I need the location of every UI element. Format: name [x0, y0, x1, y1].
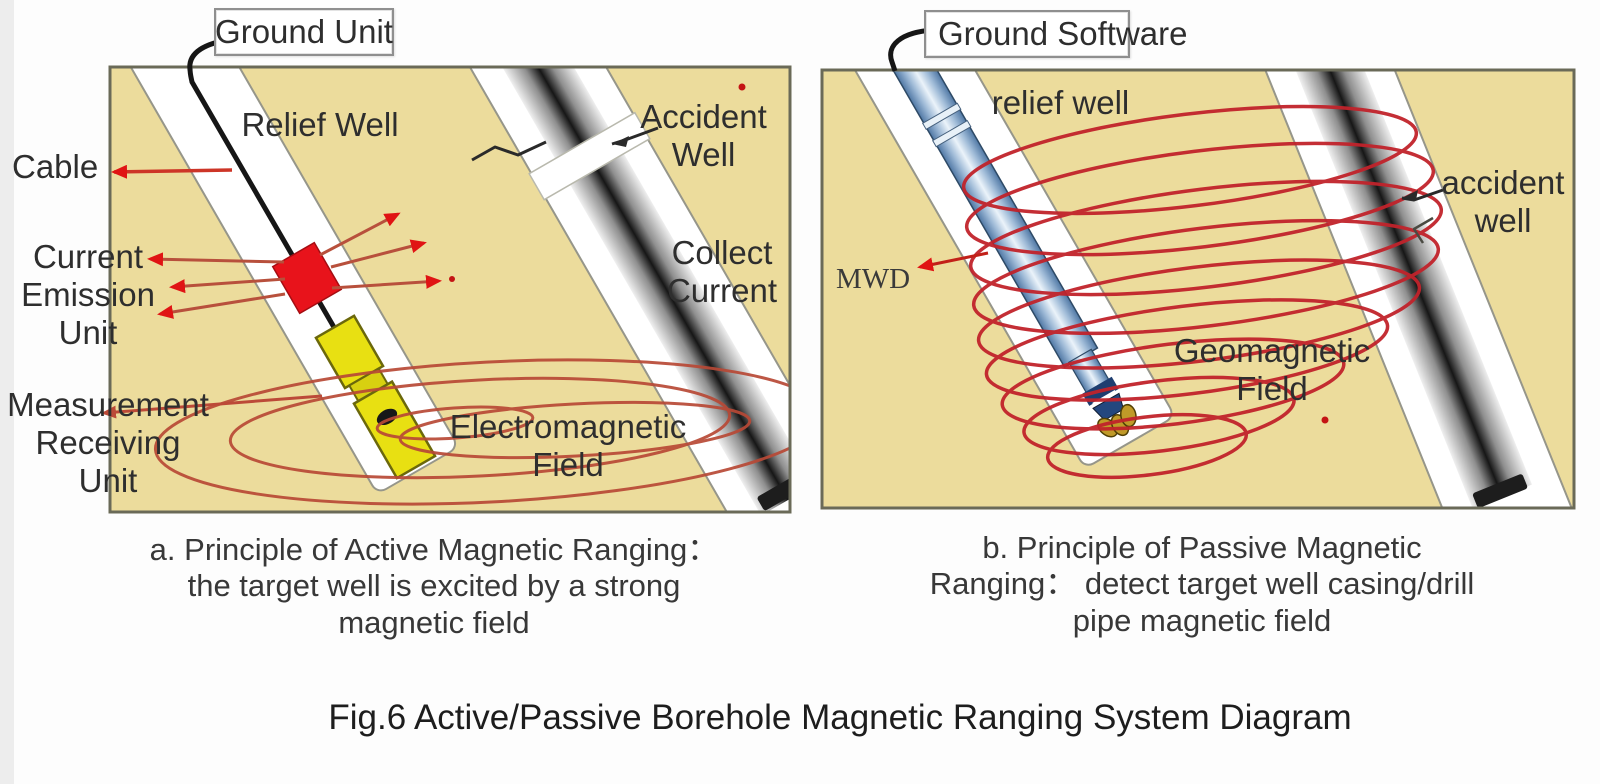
- emission-arrows: [147, 212, 442, 319]
- casing-shoe-a: [757, 472, 790, 511]
- accident-well-a-label: Accident Well: [640, 98, 767, 173]
- measurement-pointer-arrow: [101, 394, 323, 419]
- panel-b-scene: [822, 70, 1574, 508]
- ground-software-label: Ground Software: [938, 15, 1188, 52]
- pipe-joint: [921, 102, 962, 131]
- current-emission-unit: [271, 241, 343, 315]
- red-dot-a2: [449, 276, 455, 282]
- leader-tip-a: [612, 136, 629, 147]
- accident-well-b-label: accident well: [1441, 164, 1565, 239]
- red-dot-a1: [738, 83, 746, 91]
- leader-tip-b: [1402, 190, 1418, 200]
- casing-break: [528, 111, 651, 201]
- em-field-rings: [153, 358, 790, 506]
- figure-caption: Fig.6 Active/Passive Borehole Magnetic R…: [328, 698, 1352, 737]
- red-dot-b1: [1321, 416, 1329, 424]
- collect-current-label: Collect Current: [666, 234, 778, 309]
- mwd-label: MWD: [836, 263, 911, 295]
- ground-unit-box: Ground Unit: [214, 8, 394, 56]
- current-emission-label: Current Emission Unit: [21, 238, 155, 351]
- geomagnetic-coil: [961, 104, 1444, 480]
- relief-well-b-label: relief well: [991, 84, 1130, 121]
- page-edge-shade: [0, 0, 14, 784]
- cable-label: Cable: [12, 148, 99, 185]
- accident-leader-b: [1401, 188, 1444, 244]
- geomagnetic-field-label: Geomagnetic Field: [1173, 332, 1371, 407]
- measurement-tool: [314, 314, 437, 480]
- panel-b-border: [820, 68, 1576, 510]
- ground-cable-b: [888, 27, 935, 72]
- ground-software-box: Ground Software: [924, 10, 1187, 58]
- panel-a-border: [108, 65, 792, 514]
- relief-well-a-label: Relief Well: [241, 106, 399, 143]
- measurement-receiving-label: Measurement Receiving Unit: [7, 386, 209, 499]
- accident-well-a: [465, 67, 790, 512]
- mwd-arrow: [917, 251, 989, 272]
- caption-panel-b: b. Principle of Passive Magnetic Ranging…: [929, 530, 1475, 638]
- casing-pipe-a: [491, 67, 790, 512]
- cable-pointer-arrow: [111, 164, 233, 179]
- ground-unit-label: Ground Unit: [215, 13, 393, 50]
- pipe-joint: [931, 119, 972, 148]
- caption-panel-a: a. Principle of Active Magnetic Ranging：…: [149, 532, 719, 640]
- casing-shoe-b: [1472, 474, 1528, 508]
- electromagnetic-field-label: Electromagnetic Field: [449, 408, 687, 483]
